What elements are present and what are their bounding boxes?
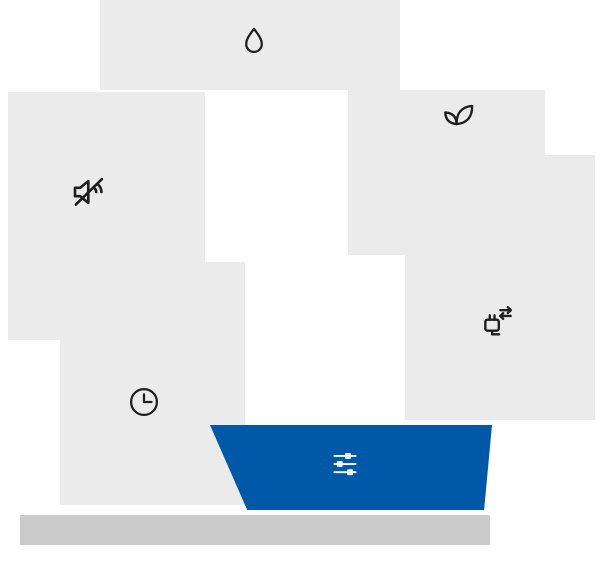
settings-funnel[interactable] bbox=[210, 425, 492, 510]
bottom-bar bbox=[20, 515, 490, 545]
power-connect-tile bbox=[405, 155, 595, 420]
timer-tile bbox=[60, 262, 245, 505]
water-tile bbox=[100, 0, 400, 90]
